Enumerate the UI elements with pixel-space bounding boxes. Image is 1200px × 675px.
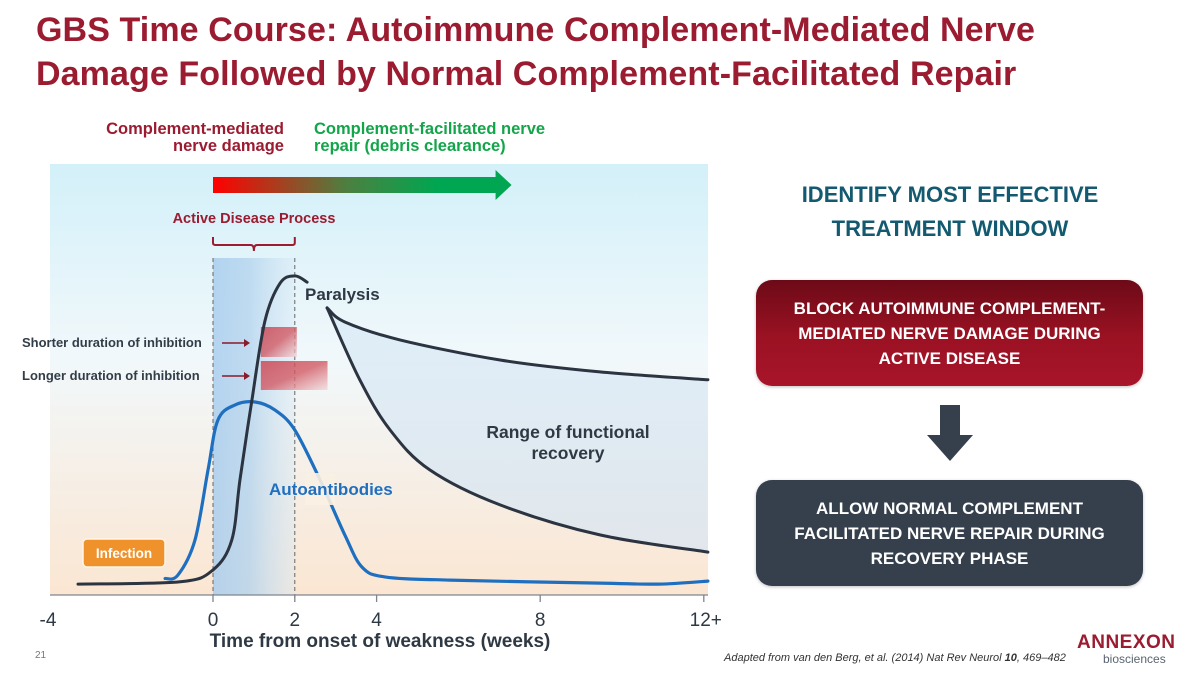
recovery-range-label-line2: recovery xyxy=(532,443,605,463)
page-number: 21 xyxy=(35,650,47,661)
autoantibodies-label-backdrop xyxy=(305,473,335,505)
infection-label: Infection xyxy=(96,546,152,561)
heading-line1: IDENTIFY MOST EFFECTIVE xyxy=(801,182,1099,207)
autoantibodies-line xyxy=(163,400,710,586)
long-inhibition-arrow-icon xyxy=(222,372,250,380)
shorter-inhibition-label: Shorter duration of inhibition xyxy=(22,335,202,350)
long-inhibition-bar xyxy=(260,361,328,390)
x-tick-label: 2 xyxy=(290,610,301,631)
recovery-upper-line xyxy=(325,306,710,382)
citation-suffix: , 469–482 xyxy=(1016,652,1066,664)
x-axis-title: Time from onset of weakness (weeks) xyxy=(209,631,551,652)
annexon-logo: ANNEXON xyxy=(1077,632,1176,653)
autoantibodies-label: Autoantibodies xyxy=(269,480,393,499)
x-tick-label: 8 xyxy=(535,610,546,631)
phase-transition-arrow xyxy=(213,170,512,200)
recovery-lower-line xyxy=(325,306,710,554)
paralysis-line xyxy=(76,274,309,586)
annexon-logo-subtitle: biosciences xyxy=(1103,652,1166,666)
citation-volume: 10 xyxy=(1004,652,1017,664)
slide-title: GBS Time Course: Autoimmune Complement-M… xyxy=(36,11,1036,93)
heading-line2: TREATMENT WINDOW xyxy=(831,216,1069,241)
x-tick-label: 0 xyxy=(208,610,219,631)
infection-badge: Infection xyxy=(82,538,166,568)
active-disease-band xyxy=(213,258,295,595)
citation-prefix: Adapted from van den Berg, et al. (2014)… xyxy=(724,652,1005,664)
block-damage-box: BLOCK AUTOIMMUNE COMPLEMENT-MEDIATED NER… xyxy=(756,280,1143,386)
x-tick-label: 12+ xyxy=(690,610,722,631)
x-axis-ticks: -4 0 2 4 8 12+ xyxy=(40,595,722,631)
x-tick-label: -4 xyxy=(40,610,57,631)
block-damage-text: BLOCK AUTOIMMUNE COMPLEMENT-MEDIATED NER… xyxy=(793,298,1106,368)
down-arrow-icon xyxy=(927,405,973,461)
recovery-range-area xyxy=(327,307,708,553)
repair-phase-label: Complement-facilitated nerve repair (deb… xyxy=(314,121,545,155)
damage-phase-label: Complement-mediated nerve damage xyxy=(106,121,284,155)
active-disease-brace xyxy=(212,237,296,252)
citation: Adapted from van den Berg, et al. (2014)… xyxy=(724,652,1066,664)
repair-phase-label-line2: repair (debris clearance) xyxy=(314,137,506,155)
active-disease-label: Active Disease Process xyxy=(173,211,336,227)
repair-phase-label-line1: Complement-facilitated nerve xyxy=(314,120,546,138)
allow-repair-text: ALLOW NORMAL COMPLEMENT FACILITATED NERV… xyxy=(794,498,1105,568)
short-inhibition-arrow-icon xyxy=(222,339,250,347)
x-tick-label: 4 xyxy=(371,610,382,631)
recovery-range-label-line1: Range of functional xyxy=(486,422,649,442)
short-inhibition-bar xyxy=(260,327,297,357)
paralysis-label: Paralysis xyxy=(305,285,380,304)
damage-phase-label-line2: nerve damage xyxy=(173,137,284,155)
damage-phase-label-line1: Complement-mediated xyxy=(106,120,284,138)
treatment-window-heading: IDENTIFY MOST EFFECTIVE TREATMENT WINDOW xyxy=(760,178,1140,246)
allow-repair-box: ALLOW NORMAL COMPLEMENT FACILITATED NERV… xyxy=(756,480,1143,586)
longer-inhibition-label: Longer duration of inhibition xyxy=(22,368,200,383)
